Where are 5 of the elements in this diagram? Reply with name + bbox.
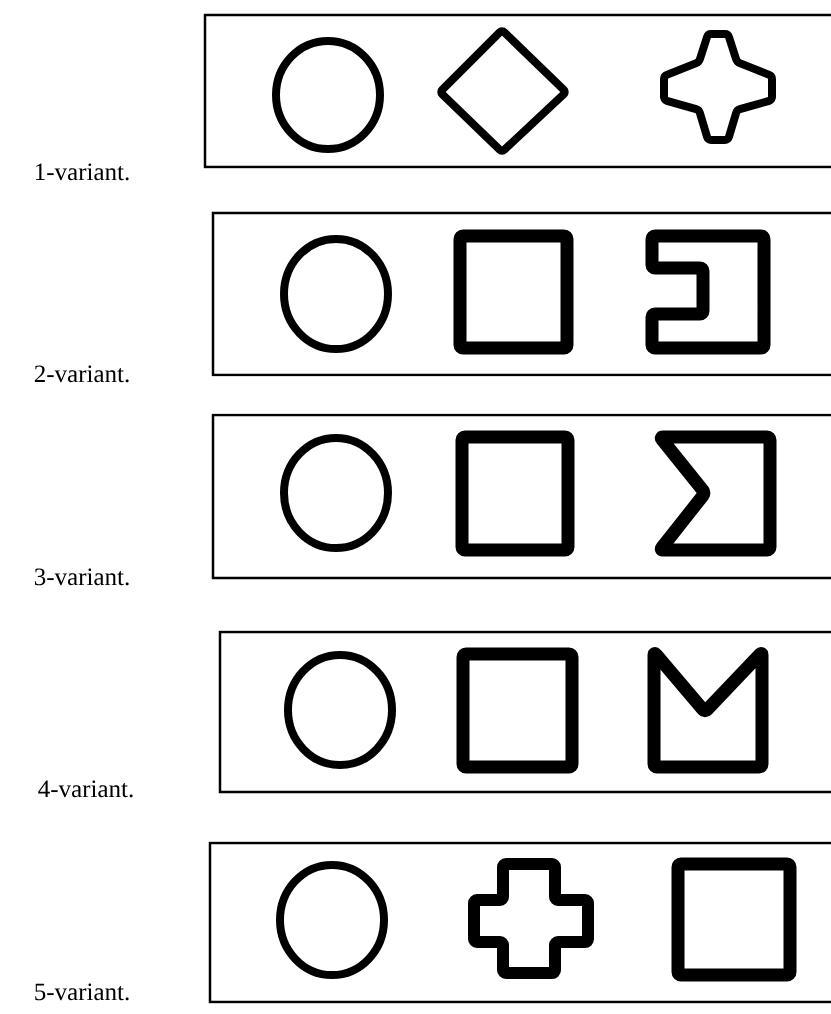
variant-label: 1-variant.: [35, 163, 129, 181]
variant-label: 3-variant.: [34, 568, 129, 586]
variant-label: 4-variant.: [38, 780, 133, 798]
variant-label: 2-variant.: [34, 365, 129, 383]
variant-label: 5-variant.: [35, 983, 129, 1001]
